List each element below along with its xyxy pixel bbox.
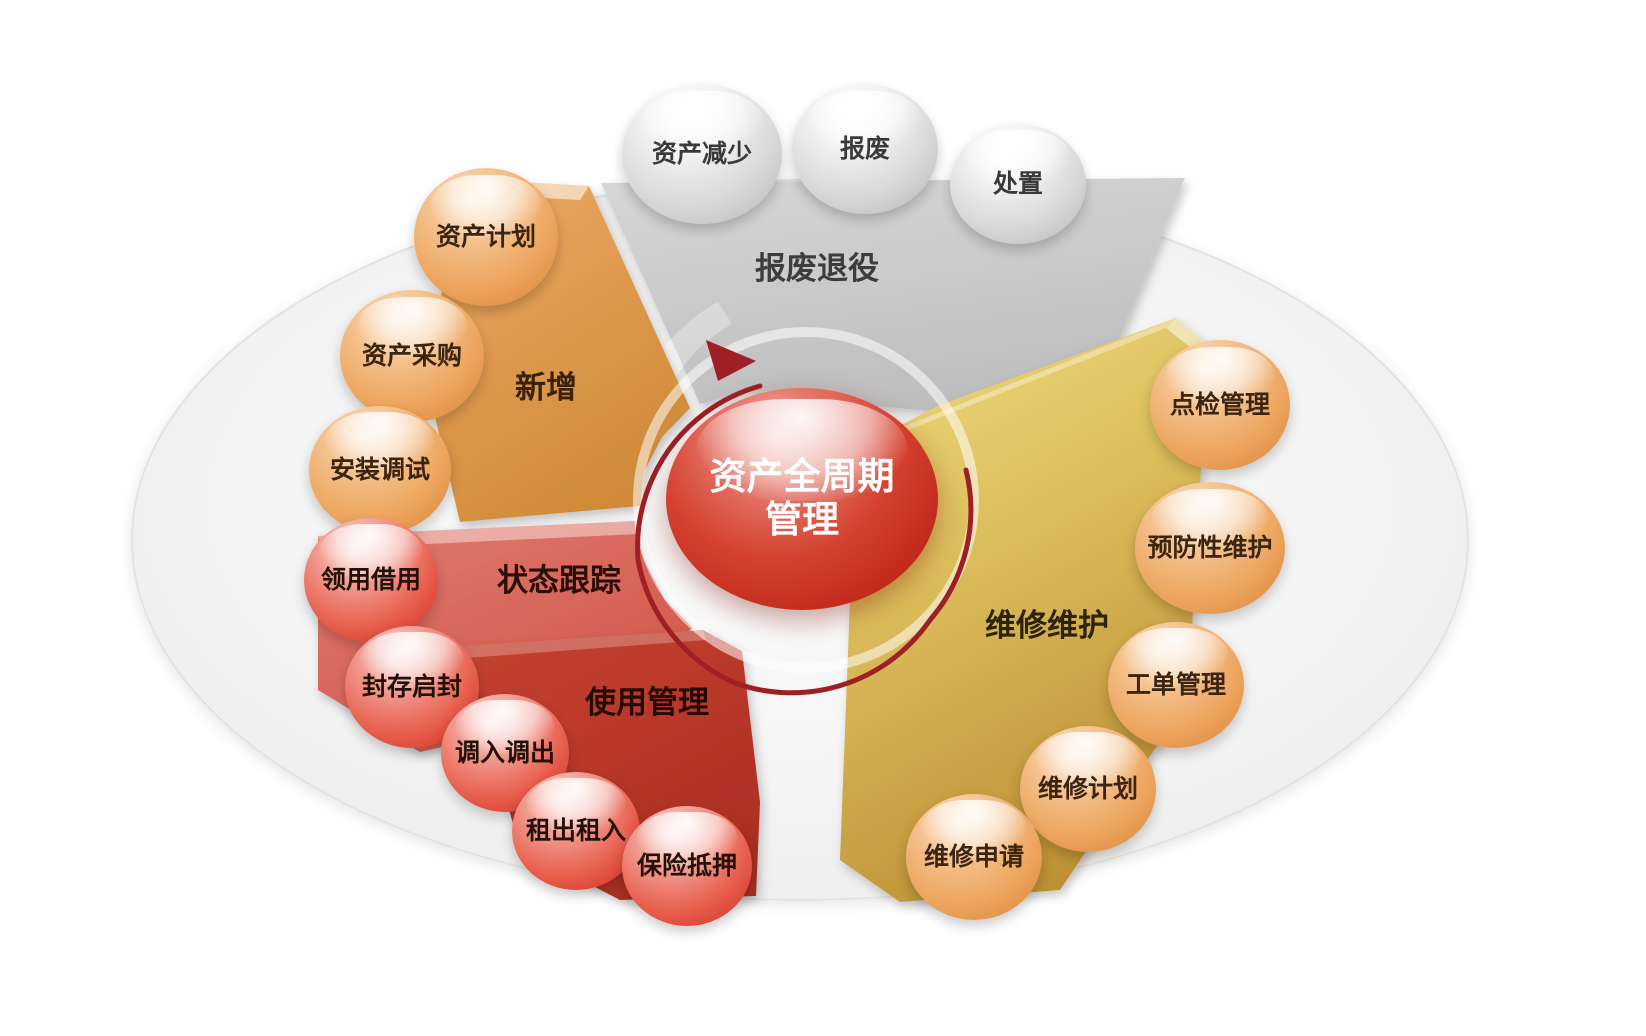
node-label: 点检管理 (1169, 390, 1270, 419)
segment-label-acquire: 新增 (515, 370, 577, 405)
segment-label-scrap: 报废退役 (755, 251, 879, 286)
node-preventive-maintenance[interactable]: 预防性维护 (1135, 482, 1285, 614)
node-label: 安装调试 (329, 455, 430, 484)
node-label: 工单管理 (1125, 670, 1226, 699)
segment-label-status: 状态跟踪 (497, 563, 621, 598)
node-label: 领用借用 (320, 565, 421, 594)
node-label: 调入调出 (454, 738, 555, 767)
center-node-asset-lifecycle[interactable]: 资产全周期管理 (666, 388, 938, 610)
node-scrap[interactable]: 报废 (792, 84, 938, 214)
node-label: 处置 (992, 169, 1043, 198)
node-inspection-management[interactable]: 点检管理 (1150, 340, 1290, 470)
segment-label-maintenance: 维修维护 (985, 608, 1109, 643)
node-install-commission[interactable]: 安装调试 (309, 406, 451, 534)
node-disposal[interactable]: 处置 (950, 124, 1086, 244)
segment-label-usage: 使用管理 (585, 685, 709, 720)
node-label: 报废 (839, 134, 890, 163)
node-maintenance-plan[interactable]: 维修计划 (1020, 726, 1156, 852)
node-requisition-borrow[interactable]: 领用借用 (304, 518, 438, 642)
node-asset-plan[interactable]: 资产计划 (414, 168, 558, 306)
node-label: 资产减少 (651, 139, 752, 168)
node-asset-procurement[interactable]: 资产采购 (340, 290, 484, 422)
node-work-order-management[interactable]: 工单管理 (1108, 622, 1244, 748)
node-lease-out-in[interactable]: 租出租入 (512, 772, 640, 890)
node-label: 维修计划 (1037, 774, 1138, 803)
node-label: 租出租入 (525, 816, 626, 845)
node-insurance-mortgage[interactable]: 保险抵押 (622, 806, 752, 926)
node-label: 保险抵押 (636, 851, 737, 880)
node-label: 资产计划 (435, 222, 536, 251)
node-asset-reduction[interactable]: 资产减少 (622, 84, 782, 224)
node-label: 资产采购 (361, 341, 462, 370)
node-label: 封存启封 (361, 672, 462, 701)
node-label: 维修申请 (923, 842, 1024, 871)
node-maintenance-request[interactable]: 维修申请 (906, 794, 1042, 920)
counter-clockwise-cycle-arrow (635, 340, 974, 696)
center-node-label: 资产全周期管理 (709, 456, 895, 540)
node-label: 预防性维护 (1147, 533, 1273, 562)
